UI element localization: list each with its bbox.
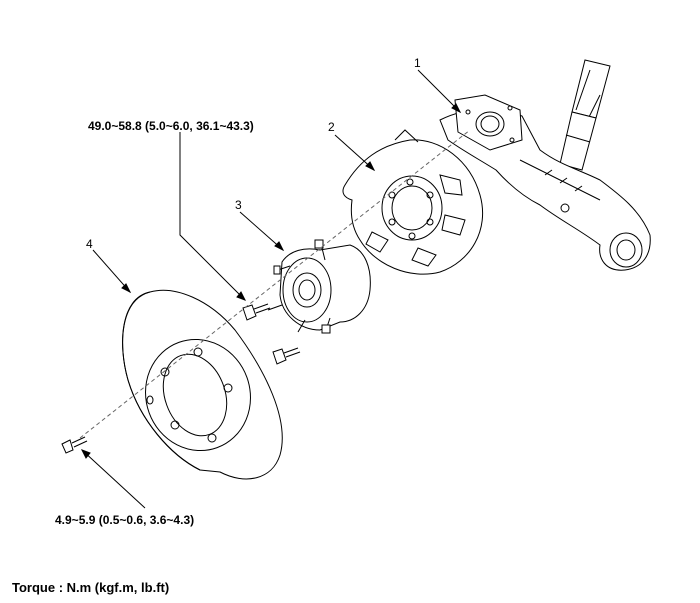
hub-mounting-bolt-upper: [242, 303, 271, 321]
leader-1: [417, 69, 461, 113]
rear-axle-carrier: [439, 94, 651, 271]
dust-shield: [342, 129, 484, 275]
hub-bearing: [267, 239, 371, 334]
hub-mounting-bolt-lower: [272, 347, 301, 365]
disc-screw-torque-spec: 4.9~5.9 (0.5~0.6, 3.6~4.3): [55, 513, 195, 527]
assembly-axis-line: [79, 129, 471, 439]
leader-4: [92, 249, 131, 293]
brake-disc: [122, 289, 283, 480]
callout-4: 4: [86, 237, 93, 251]
callout-2: 2: [328, 120, 335, 134]
leader-3: [239, 211, 284, 251]
leader-hub-bolt-spec: [179, 132, 246, 301]
hub-bolt-torque-spec: 49.0~58.8 (5.0~6.0, 36.1~43.3): [88, 119, 254, 133]
callout-3: 3: [235, 198, 242, 212]
callout-1: 1: [414, 56, 421, 70]
torque-unit-label: Torque : N.m (kgf.m, lb.ft): [12, 580, 170, 595]
leader-disc-screw-spec: [81, 449, 146, 509]
disc-screw: [61, 436, 88, 454]
shock-absorber: [559, 59, 611, 171]
